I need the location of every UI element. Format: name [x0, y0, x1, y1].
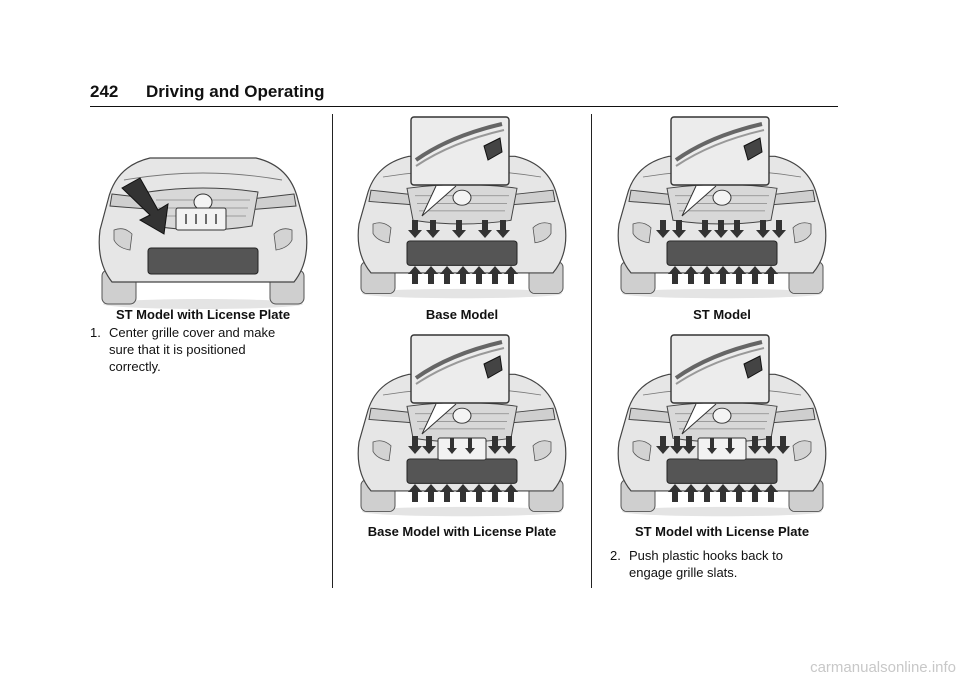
step-number: 2. — [610, 548, 621, 563]
step-text: Center grille cover and make sure that i… — [109, 324, 275, 375]
watermark-text: carmanualsonline.info — [810, 659, 956, 676]
license-plate — [697, 437, 747, 461]
figure-st-model-license-plate-arrow — [88, 130, 318, 310]
column-divider-right — [591, 114, 592, 588]
step-text: Push plastic hooks back to engage grille… — [629, 547, 783, 581]
caption-st-model: ST Model — [693, 307, 751, 322]
figure-st-model-license-plate-hooks — [617, 334, 827, 517]
page-number: 242 — [90, 82, 119, 101]
caption-st-license-plate-2: ST Model with License Plate — [634, 524, 810, 539]
pointer-arrow-icon — [121, 177, 169, 235]
step-line: engage grille slats. — [629, 565, 738, 580]
step-line: sure that it is positioned — [109, 342, 246, 357]
caption-base-license-plate: Base Model with License Plate — [367, 524, 557, 539]
step-line: Center grille cover and make — [109, 325, 276, 340]
step-1: 1. Center grille cover and make sure tha… — [90, 324, 330, 378]
column-divider-left — [332, 114, 333, 588]
step-number: 1. — [90, 325, 101, 340]
license-plate — [437, 437, 487, 461]
figure-base-model-license-plate — [357, 334, 567, 517]
license-plate — [175, 207, 227, 231]
step-line: correctly. — [109, 359, 161, 374]
caption-base-model: Base Model — [425, 307, 499, 322]
figure-base-model — [357, 116, 567, 299]
page-header: 242 Driving and Operating — [90, 82, 838, 107]
caption-st-license-plate-1: ST Model with License Plate — [115, 307, 291, 322]
figure-st-model — [617, 116, 827, 299]
section-title: Driving and Operating — [146, 82, 325, 101]
step-2: 2. Push plastic hooks back to engage gri… — [610, 547, 840, 583]
step-line: Push plastic hooks back to — [629, 548, 783, 563]
